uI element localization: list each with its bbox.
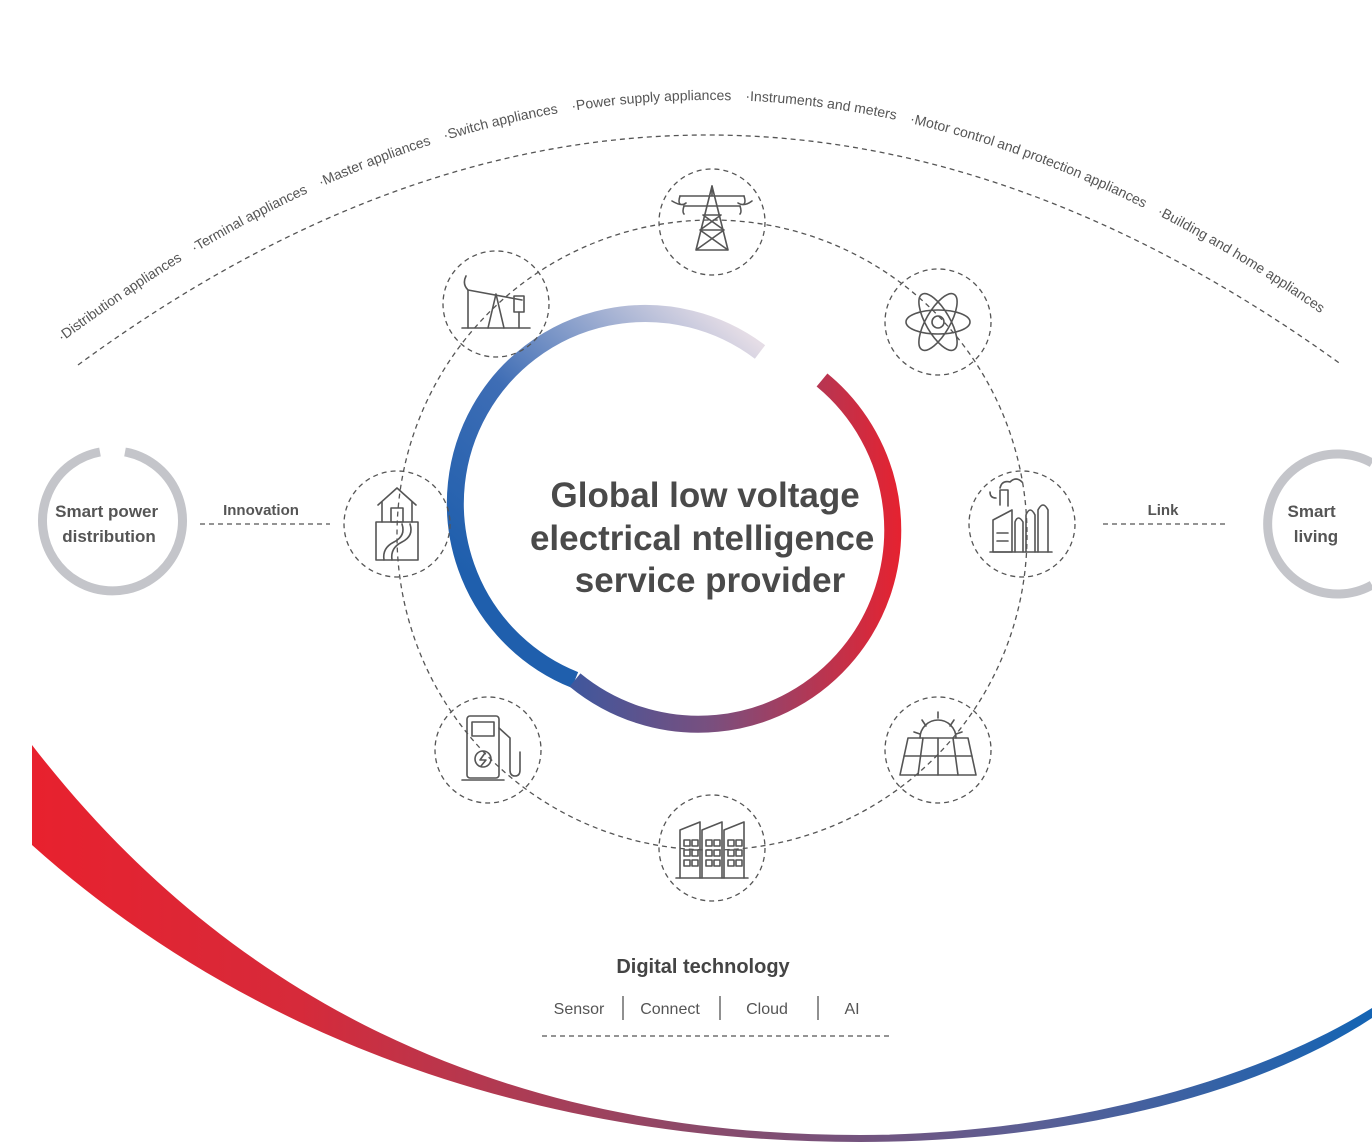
factory-node — [968, 470, 1076, 578]
arc-label-motor-control: ·Motor control and protection appliances — [909, 110, 1150, 210]
smart-power-distribution-label: Smart power distribution — [55, 502, 163, 546]
digital-item-ai: AI — [844, 1001, 859, 1018]
arc-label-building-home: ·Building and home appliances — [1155, 203, 1328, 316]
arc-label-terminal: ·Terminal appliances — [188, 181, 309, 255]
center-ring-blue-arc — [446, 305, 766, 688]
smart-power-distribution-node: Smart power distribution — [38, 447, 187, 596]
product-arc-labels: ·Distribution appliances·Terminal applia… — [54, 87, 1328, 344]
oil-pump-icon — [461, 275, 531, 329]
atom-icon — [905, 292, 971, 352]
smart-power-ring — [38, 447, 187, 596]
center-ring-red-arc — [569, 373, 902, 733]
industrial-buildings-icon — [675, 821, 749, 879]
arc-label-instruments: ·Instruments and meters — [745, 88, 898, 123]
digital-item-connect: Connect — [640, 1001, 700, 1018]
digital-technology-items: Sensor Connect Cloud AI — [554, 996, 860, 1020]
innovation-label: Innovation — [223, 502, 299, 519]
arc-label-distribution: ·Distribution appliances — [54, 249, 184, 344]
factory-icon — [989, 478, 1053, 553]
icon-ring-line — [396, 219, 1028, 851]
transmission-tower-icon — [671, 185, 753, 251]
smart-home-node — [343, 470, 451, 578]
transmission-tower-node — [658, 168, 766, 276]
solar-panel-node — [884, 696, 992, 804]
product-arc-line — [77, 134, 1343, 366]
link-label: Link — [1148, 502, 1179, 519]
smart-living-node: Smart living — [1263, 449, 1372, 599]
solar-panel-icon — [899, 711, 977, 776]
smart-home-icon — [375, 487, 419, 561]
digital-item-sensor: Sensor — [554, 1001, 605, 1018]
arc-label-master: ·Master appliances — [316, 132, 433, 190]
ev-charging-node — [434, 696, 542, 804]
atom-node — [884, 268, 992, 376]
digital-item-cloud: Cloud — [746, 1001, 788, 1018]
arc-label-power-supply: ·Power supply appliances — [570, 87, 731, 114]
arc-label-switch: ·Switch appliances — [441, 100, 559, 143]
smart-living-ring — [1263, 449, 1372, 599]
oil-pump-node — [442, 250, 550, 358]
decorative-swoosh — [32, 745, 1372, 1142]
center-title: Global low voltage electrical ntelligenc… — [530, 476, 884, 600]
ev-charging-icon — [461, 715, 521, 781]
digital-technology-title: Digital technology — [616, 956, 790, 978]
industrial-buildings-node — [658, 794, 766, 902]
smart-living-label: Smart living — [1288, 502, 1341, 546]
